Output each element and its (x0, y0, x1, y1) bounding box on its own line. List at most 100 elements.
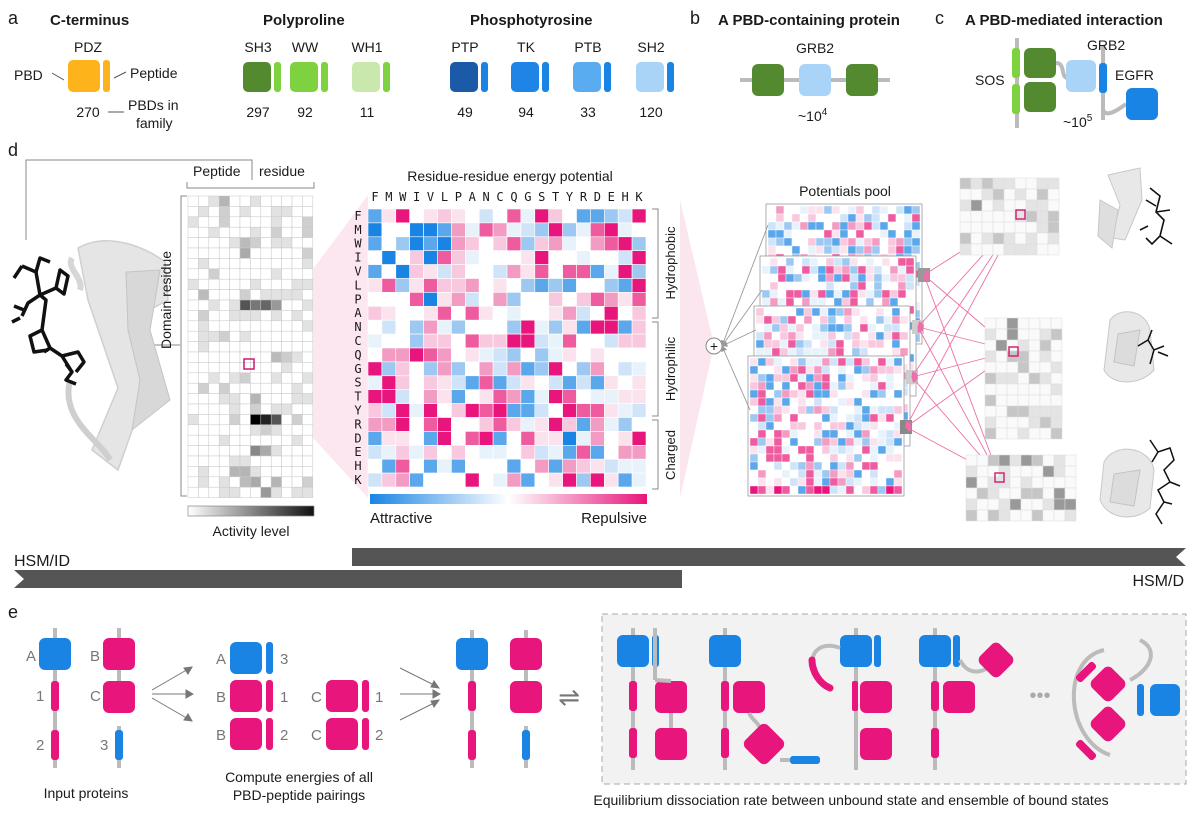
matrix-cell (367, 458, 383, 474)
grid-cell (218, 216, 230, 228)
pool-cell (799, 221, 809, 231)
pool-cell (861, 389, 871, 399)
mini-cell (998, 498, 1011, 511)
pool-cell (765, 445, 775, 455)
group-title-c-terminus: C-terminus (50, 12, 129, 29)
pool-cell (785, 257, 795, 267)
mini-cell (1047, 232, 1060, 245)
matrix-cell (395, 403, 410, 418)
pool-cell (885, 421, 895, 431)
grid-cell (302, 466, 314, 478)
grid-cell (291, 403, 303, 415)
pool-cell (813, 477, 823, 487)
mini-cell (984, 383, 997, 396)
matrix-cell (395, 208, 410, 224)
grid-cell (198, 455, 210, 467)
pool-cell (749, 477, 759, 487)
matrix-cell (520, 403, 536, 418)
matrix-cell (395, 236, 410, 252)
grid-cell (281, 320, 293, 332)
grid-cell (250, 330, 262, 342)
pool-cell (767, 229, 777, 239)
matrix-cell (423, 389, 438, 404)
grid-cell (218, 289, 230, 301)
pool-cell (823, 213, 833, 223)
pool-cell (793, 265, 803, 275)
grid-cell (187, 393, 199, 405)
binding-grid (959, 177, 1060, 256)
pool-cell (793, 289, 803, 299)
mini-cell (1028, 405, 1041, 418)
pool-cell (821, 445, 831, 455)
matrix-cell (423, 305, 438, 321)
matrix-cell (617, 222, 633, 238)
grid-cell (302, 486, 314, 498)
pool-cell (829, 405, 839, 415)
matrix-cell (437, 319, 452, 335)
aa-row-label: H (354, 459, 361, 473)
matrix-cell (478, 375, 494, 390)
pool-cell (765, 373, 775, 383)
matrix-cell (603, 222, 619, 238)
pool-cell (775, 245, 785, 255)
pool-cell (829, 453, 839, 463)
mini-cell (1028, 361, 1041, 374)
grid-cell (239, 320, 251, 332)
domain-block (352, 62, 380, 92)
matrix-cell (506, 208, 522, 224)
pool-cell (795, 315, 805, 325)
grid-cell (270, 434, 282, 446)
matrix-cell (423, 347, 438, 363)
matrix-cell (395, 389, 410, 404)
pool-cell (779, 307, 789, 317)
pool-cell (765, 381, 775, 391)
pool-cell (755, 331, 765, 341)
pool-cell (885, 429, 895, 439)
pool-cell (903, 205, 913, 215)
aa-col-label: E (608, 190, 615, 204)
matrix-cell (603, 347, 619, 363)
matrix-cell (492, 292, 508, 307)
pool-cell (845, 461, 855, 471)
matrix-cell (562, 305, 577, 321)
pool-cell (903, 237, 913, 247)
pool-cell (859, 315, 869, 325)
grid-cell (187, 362, 199, 374)
pool-cell (893, 445, 903, 455)
pool-cell (893, 365, 903, 375)
pool-cell (827, 347, 837, 357)
pair-label-a: A (216, 651, 226, 668)
grid-cell (281, 455, 293, 467)
matrix-cell (603, 403, 619, 418)
mini-cell (965, 465, 978, 478)
binding-grid (965, 454, 1077, 522)
matrix-cell (631, 319, 647, 335)
mini-cell (1039, 372, 1052, 385)
pool-cell (773, 437, 783, 447)
matrix-cell (367, 208, 383, 224)
pool-cell (773, 445, 783, 455)
pool-cell (765, 453, 775, 463)
matrix-cell (548, 250, 563, 265)
pool-cell (903, 229, 913, 239)
pool-cell (845, 485, 855, 495)
pool-cell (801, 257, 811, 267)
grid-cell (302, 237, 314, 249)
pool-cell (869, 413, 879, 423)
pool-cell (779, 347, 789, 357)
pool-cell (849, 273, 859, 283)
matrix-cell (423, 236, 438, 252)
grid-cell (198, 466, 210, 478)
pool-cell (875, 347, 885, 357)
pool-cell (861, 413, 871, 423)
grid-cell (218, 299, 230, 311)
matrix-cell (423, 250, 438, 265)
pool-cell (881, 297, 891, 307)
pool-cell (803, 347, 813, 357)
matrix-cell (603, 431, 619, 446)
pool-cell (793, 257, 803, 267)
grid-cell (208, 445, 220, 457)
pool-cell (885, 453, 895, 463)
grid-cell (187, 216, 199, 228)
